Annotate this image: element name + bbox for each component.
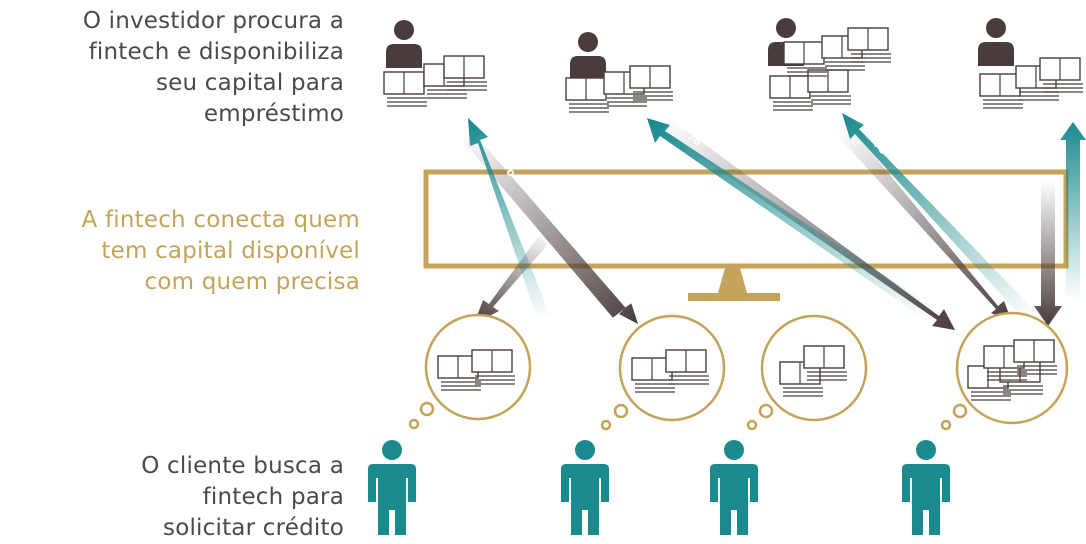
client-person-icon [368,440,416,535]
thought-bubble-money-icon [746,314,868,431]
interest-label-4: +% [1076,140,1086,171]
investor-with-money-icon [565,32,674,113]
client-line-1: O cliente busca a [141,453,344,479]
thought-bubble-money-icon [940,311,1069,431]
investor-line-3: seu capital para [155,70,344,96]
investor-with-money-icon [978,18,1084,109]
investor-description: O investidor procura a fintech e disponi… [0,6,344,130]
fintech-line-3: com quem precisa [144,269,360,295]
investor-with-money-icon [768,18,892,111]
fintech-line-2: tem capital disponível [101,238,360,264]
client-line-2: fintech para [202,484,344,510]
arrow-return-2 [647,118,940,324]
investor-line-2: fintech e disponibiliza [88,39,344,65]
client-person-icon [561,440,609,535]
arrow-capital-3 [836,124,1012,322]
arrow-return-3 [842,113,1040,324]
investor-with-money-icon [383,20,488,107]
flow-arrows [459,113,1086,330]
client-person-icon [902,440,950,535]
arrow-return-4 [1060,122,1086,300]
investor-line-4: empréstimo [203,101,344,127]
thought-bubble-money-icon [600,314,726,431]
fintech-line-1: A fintech conecta quem [81,207,360,233]
arrow-capital-5 [474,226,557,324]
thought-bubble-money-icon [408,313,532,430]
investor-line-1: O investidor procura a [82,8,344,34]
arrow-capital-4 [1034,180,1062,326]
arrow-capital-1 [459,128,638,324]
client-person-icon [710,440,758,535]
fintech-description: A fintech conecta quem tem capital dispo… [0,205,360,298]
arrow-return-1 [468,118,552,327]
